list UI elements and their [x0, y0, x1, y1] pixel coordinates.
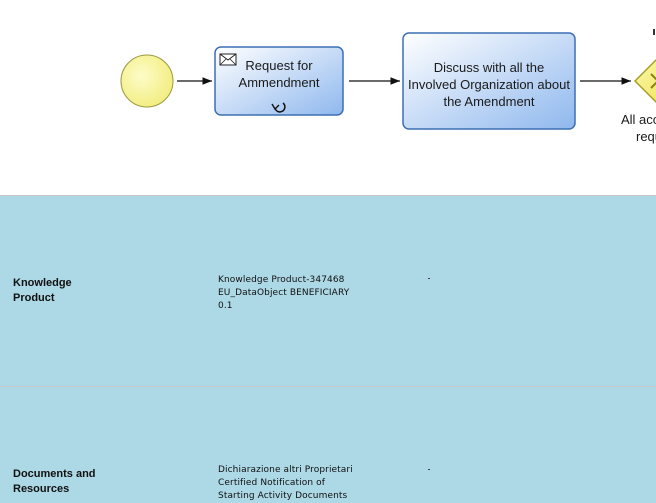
task-request-for-ammendment[interactable]	[214, 46, 344, 116]
process-diagram: Request for Ammendment Discuss with all …	[0, 0, 656, 195]
lane-content: Knowledge Product-347468 EU_DataObject B…	[218, 274, 349, 313]
lane-knowledge-product: Knowledge Product Knowledge Product-3474…	[0, 195, 656, 387]
start-event[interactable]	[120, 54, 174, 108]
exclusive-gateway[interactable]	[633, 58, 656, 104]
task-discuss-label: Discuss with all the Involved Organizati…	[403, 59, 575, 110]
lane-title-line-2: Resources	[13, 483, 70, 495]
offscreen-label-fragment	[653, 29, 655, 35]
lane-content-line-1: Knowledge Product-347468	[218, 275, 345, 285]
task-discuss-with-organizations[interactable]	[402, 32, 576, 130]
task-discuss-label-line-3: the Amendment	[443, 94, 535, 109]
task-request-label-line-1: Request for	[245, 58, 313, 73]
task-discuss-label-line-2: Involved Organization about	[408, 77, 570, 92]
lane-marker	[428, 469, 430, 470]
lane-title-line-1: Documents and	[13, 468, 96, 480]
process-diagram-canvas	[120, 29, 656, 130]
gateway-label-line-1: All acc	[621, 112, 656, 127]
lane-content-line-1: Dichiarazione altri Proprietari	[218, 465, 353, 475]
lane-content-line-3: 0.1	[218, 301, 233, 311]
lane-content-line-2: EU_DataObject BENEFICIARY	[218, 288, 350, 298]
lane-content-line-2: Certified Notification of	[218, 478, 326, 488]
gateway-label: All acc requ	[600, 111, 656, 145]
task-request-label-line-2: Ammendment	[238, 75, 320, 90]
lane-title-line-2: Product	[13, 292, 55, 304]
envelope-icon	[219, 53, 237, 66]
gateway-label-line-2: requ	[636, 129, 656, 144]
lane-title: Documents and Resources	[13, 467, 123, 497]
lane-documents-and-resources: Documents and Resources Dichiarazione al…	[0, 386, 656, 503]
task-request-label: Request for Ammendment	[215, 57, 343, 91]
lane-marker	[428, 278, 430, 279]
loop-icon	[271, 102, 286, 113]
lane-title: Knowledge Product	[13, 276, 123, 306]
lane-title-line-1: Knowledge	[13, 277, 72, 289]
lane-content: Dichiarazione altri Proprietari Certifie…	[218, 464, 353, 503]
lane-content-line-3: Starting Activity Documents	[218, 491, 348, 501]
task-discuss-label-line-1: Discuss with all the	[433, 60, 545, 75]
